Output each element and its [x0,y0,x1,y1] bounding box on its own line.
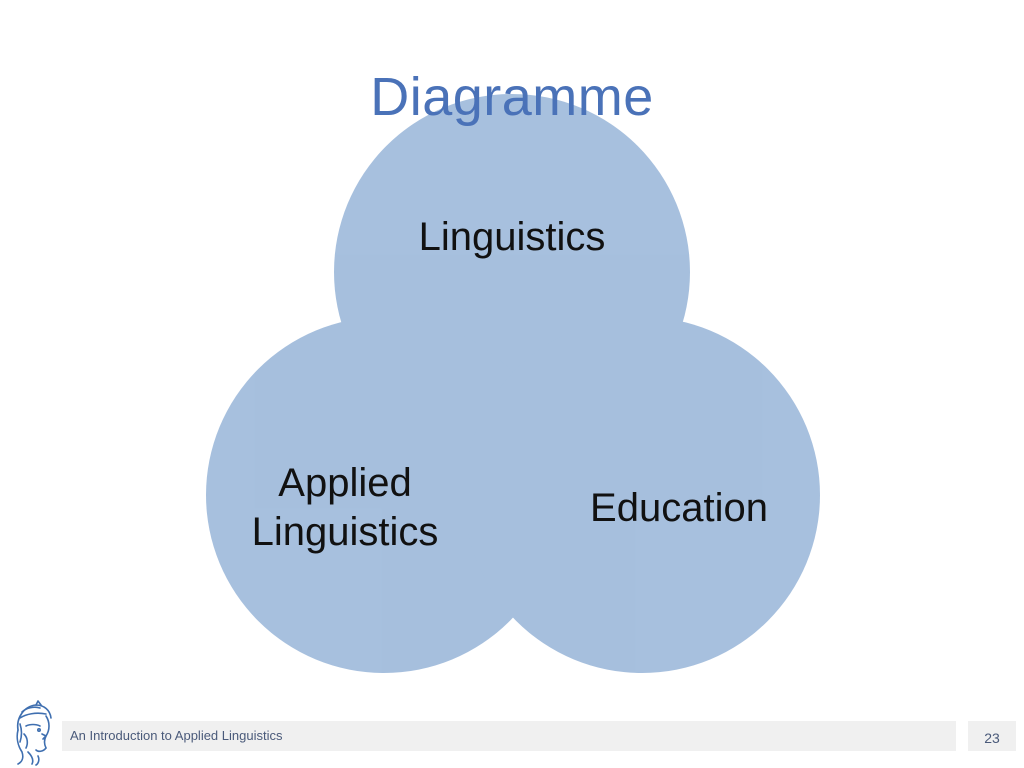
page-number: 23 [984,730,1000,746]
athena-head-logo-icon [16,700,52,766]
slide-title: Diagramme [370,67,654,127]
label-linguistics: Linguistics [419,215,606,259]
label-applied-line-1: Applied [278,461,411,505]
label-applied-line-2: Linguistics [252,510,439,554]
label-education: Education [590,486,768,530]
circle-applied-linguistics [206,317,562,673]
page-number-box: 23 [968,721,1016,751]
circle-education [464,317,820,673]
footer-bar: An Introduction to Applied Linguistics [62,721,956,751]
footer-course-title: An Introduction to Applied Linguistics [70,728,283,743]
